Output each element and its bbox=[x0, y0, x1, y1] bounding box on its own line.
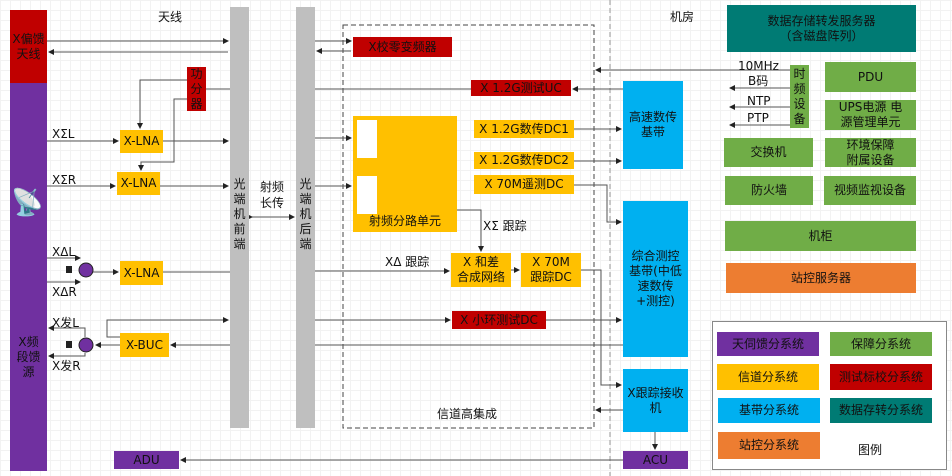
cabinet: 机柜 bbox=[725, 221, 916, 251]
sum-diff-network: X 和差合成网络 bbox=[451, 253, 511, 287]
hybrid-coupler-icon bbox=[78, 262, 94, 278]
x-sigma-l-label: XΣL bbox=[52, 127, 75, 141]
x-tm-dc: X 70M遥测DC bbox=[474, 175, 574, 194]
station-server: 站控服务器 bbox=[726, 263, 916, 293]
load-icon bbox=[66, 341, 72, 348]
x-delta-l-label: XΔL bbox=[52, 245, 76, 259]
pdu: PDU bbox=[825, 62, 916, 92]
x-test-uc: X 1.2G测试UC bbox=[471, 80, 571, 96]
adu: ADU bbox=[114, 451, 179, 469]
x-lna-1: X-LNA bbox=[120, 130, 163, 153]
x-zero-cal-converter: X校零变频器 bbox=[353, 37, 452, 57]
acu: ACU bbox=[623, 451, 688, 469]
tt-baseband: 综合测控基带(中低速数传+测控) bbox=[623, 201, 688, 357]
hybrid-coupler-icon bbox=[78, 337, 94, 353]
satellite-dish-icon: 📡 bbox=[11, 188, 44, 218]
firewall: 防火墙 bbox=[725, 176, 813, 205]
x-loop-test-dc: X 小环测试DC bbox=[452, 311, 546, 329]
x-lna-3: X-LNA bbox=[120, 261, 163, 285]
sigma-track-label: XΣ 跟踪 bbox=[483, 219, 527, 233]
10mhz-label: 10MHz bbox=[738, 59, 779, 73]
x-offset-feed-antenna: X偏馈天线 bbox=[10, 10, 47, 83]
video-monitoring: 视频监视设备 bbox=[824, 176, 916, 205]
ptp-label: PTP bbox=[747, 111, 769, 125]
legend-test-cal: 测试标校分系统 bbox=[830, 364, 932, 390]
x-track-dc: X 70M跟踪DC bbox=[521, 253, 581, 287]
x-delta-r-label: XΔR bbox=[52, 285, 77, 299]
ups: UPS电源 电源管理单元 bbox=[825, 100, 916, 130]
x-sigma-r-label: XΣR bbox=[52, 173, 77, 187]
time-frequency-device: 时频设备 bbox=[790, 65, 809, 128]
legend-antenna: 天伺馈分系统 bbox=[717, 332, 819, 356]
rf-long-haul-label: 射频长传 bbox=[259, 180, 284, 210]
switch: 交换机 bbox=[724, 138, 813, 167]
x-tx-r-label: X发R bbox=[52, 359, 81, 373]
splitter-icon bbox=[357, 176, 377, 214]
ntp-label: NTP bbox=[747, 94, 771, 108]
x-band-feed: X频段馈源 bbox=[10, 83, 47, 471]
load-icon bbox=[66, 266, 72, 273]
x-dc1: X 1.2G数传DC1 bbox=[474, 120, 574, 138]
hs-baseband: 高速数传基带 bbox=[623, 81, 683, 169]
x-dc2: X 1.2G数传DC2 bbox=[474, 152, 574, 169]
legend-data-storage: 数据存转分系统 bbox=[830, 398, 932, 423]
optical-back-end: 光端机后端 bbox=[296, 7, 315, 428]
power-splitter: 功分器 bbox=[187, 67, 206, 111]
legend-baseband: 基带分系统 bbox=[718, 398, 820, 423]
delta-track-label: XΔ 跟踪 bbox=[385, 255, 430, 269]
channel-integration-label: 信道高集成 bbox=[437, 407, 498, 421]
splitter-icon bbox=[357, 120, 377, 158]
storage-server: 数据存储转发服务器（含磁盘阵列） bbox=[727, 5, 916, 52]
x-lna-2: X-LNA bbox=[117, 172, 160, 195]
legend-channel: 信道分系统 bbox=[717, 364, 819, 390]
legend-title: 图例 bbox=[858, 443, 883, 457]
environment-support: 环境保障 附属设备 bbox=[825, 138, 916, 167]
x-tx-l-label: X发L bbox=[52, 316, 79, 330]
b-code-label: B码 bbox=[748, 74, 769, 88]
optical-front-end: 光端机前端 bbox=[230, 7, 249, 428]
machine-room-label: 机房 bbox=[670, 10, 695, 24]
legend-station-control: 站控分系统 bbox=[718, 432, 820, 459]
x-buc: X-BUC bbox=[120, 333, 169, 357]
antenna-area-label: 天线 bbox=[158, 10, 183, 24]
x-track-receiver: X跟踪接收机 bbox=[623, 369, 688, 432]
legend-support: 保障分系统 bbox=[830, 332, 932, 356]
